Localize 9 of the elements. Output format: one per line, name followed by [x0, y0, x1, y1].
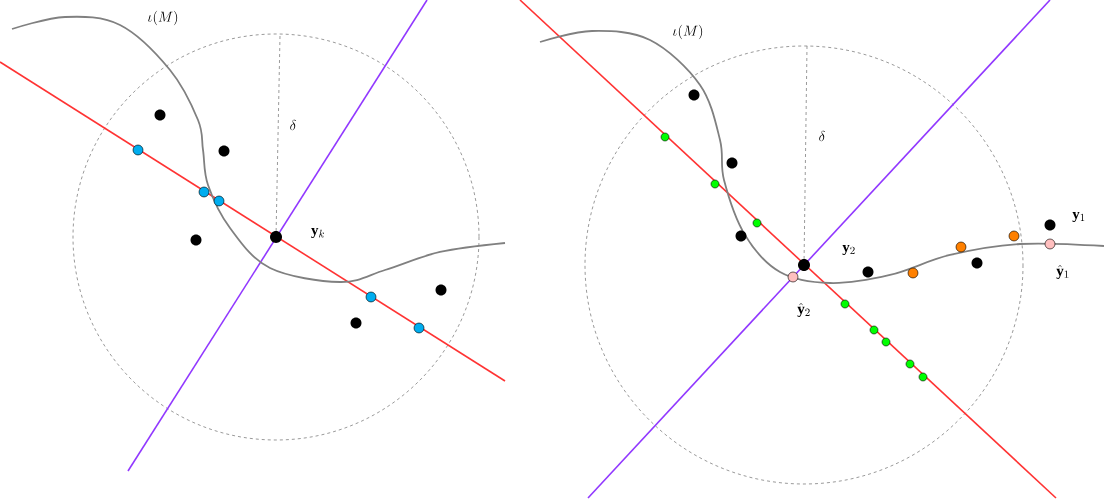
math-label: $\mathbf{y}_1$ — [1072, 211, 1085, 223]
math-label: $\mathbf{y}_2$ — [842, 244, 855, 256]
math-label: $\hat{\mathbf{y}}_1$ — [1056, 265, 1069, 279]
math-label: $\iota(M)$ — [673, 24, 703, 40]
math-label: $\hat{\mathbf{y}}_2$ — [797, 303, 810, 317]
math-label: $\delta$ — [819, 130, 825, 142]
math-label: $\delta$ — [290, 119, 296, 131]
math-label: $\iota(M)$ — [148, 10, 178, 26]
math-label: $\mathbf{y}_k$ — [311, 227, 325, 239]
